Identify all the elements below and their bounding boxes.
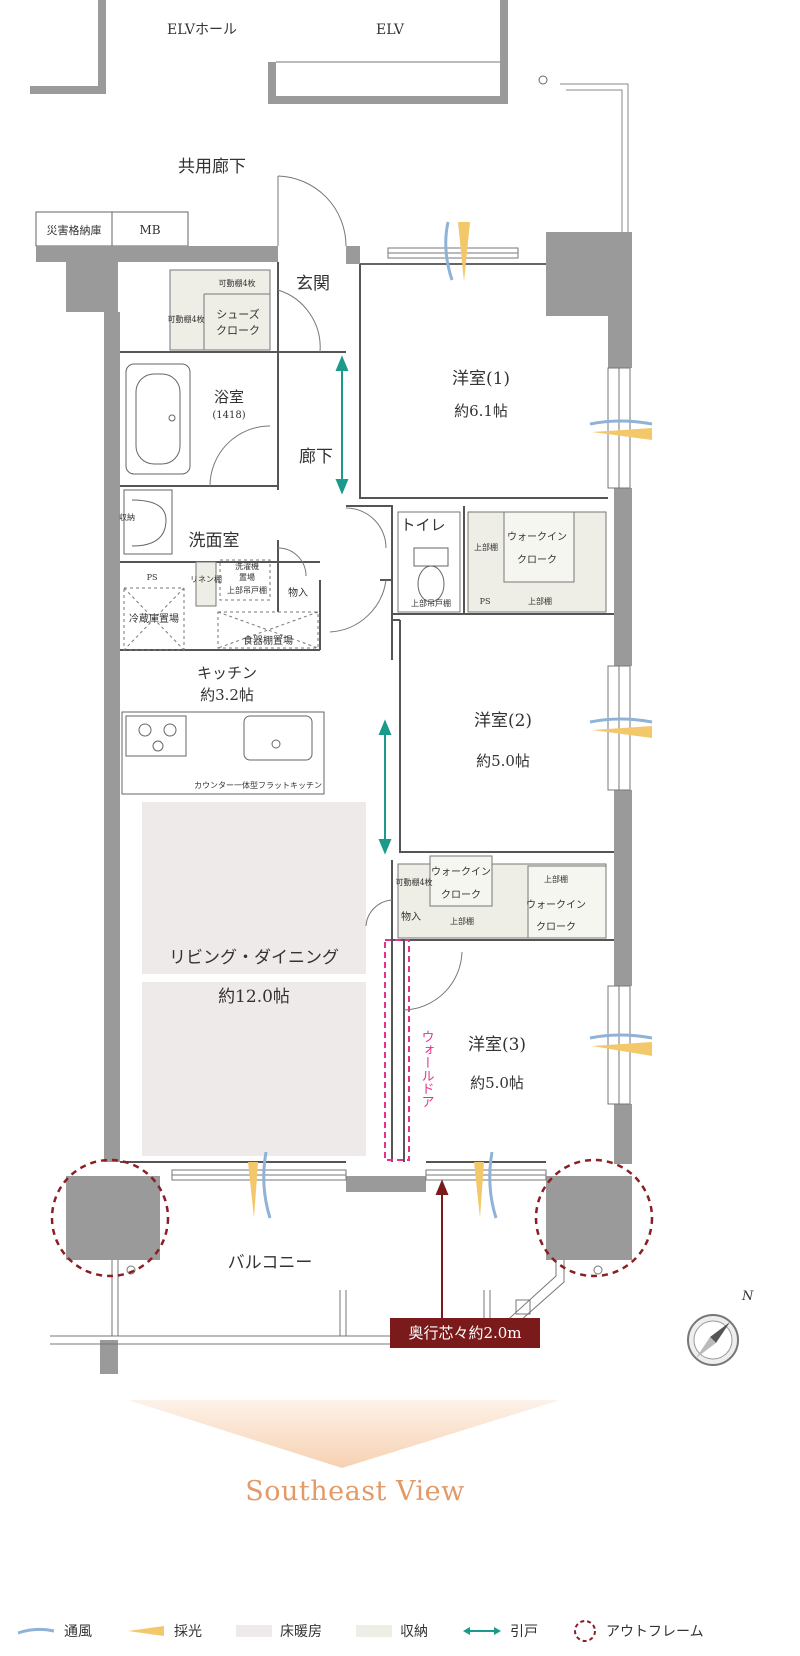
room-labels: 玄関 浴室 (1418) 廊下 洗面室 収納 PS リネン棚 洗濯機 置場 上部…: [119, 274, 532, 1273]
wind-light-living: [248, 1151, 272, 1219]
svg-text:災害格納庫: 災害格納庫: [47, 223, 102, 237]
outframe-circles: [50, 1158, 654, 1278]
storage-areas: [169, 269, 607, 939]
room2-label: 洋室(2): [474, 711, 532, 731]
svg-text:ウォークイン: ウォークイン: [526, 899, 586, 911]
bottom-windows: [171, 1169, 547, 1181]
wind-light-room3: [589, 1033, 653, 1056]
outframe-circle-icon: [574, 1620, 596, 1642]
wind-light-room1: [589, 419, 653, 440]
legend-item-wind: 通風: [16, 1621, 92, 1641]
svg-text:MB: MB: [139, 223, 160, 237]
top-window: [360, 247, 546, 265]
legend-item-storage: 収納: [356, 1621, 428, 1641]
wall-door: ウォールドア: [384, 939, 434, 1161]
floor-heating-swatch-icon: [236, 1625, 272, 1637]
svg-text:リネン棚: リネン棚: [190, 574, 222, 584]
legend-item-outframe: アウトフレーム: [572, 1618, 704, 1644]
elevator-area: ELVホール ELV: [30, 0, 629, 232]
wind-icon: [17, 1627, 55, 1635]
svg-text:シューズ: シューズ: [216, 307, 259, 321]
view-label: Southeast View: [245, 1476, 465, 1507]
room1-size: 約6.1帖: [454, 402, 508, 420]
kitchen-size: 約3.2帖: [200, 686, 254, 704]
hallway-label: 廊下: [299, 447, 333, 467]
sliding-arrows: [335, 355, 392, 855]
legend: 通風 採光 床暖房 収納 引戸 アウトフレーム: [16, 1616, 796, 1646]
svg-text:物入: 物入: [401, 910, 421, 923]
room3-label: 洋室(3): [468, 1035, 526, 1055]
svg-text:上部棚: 上部棚: [544, 874, 568, 884]
living-label: リビング・ダイニング: [169, 948, 339, 968]
svg-text:PS: PS: [147, 573, 158, 582]
disaster-storage: 災害格納庫 MB: [35, 211, 189, 247]
walls: [36, 232, 632, 1374]
light-icon: [128, 1626, 164, 1636]
svg-text:クローク: クローク: [517, 554, 557, 566]
wind-light-room3-bottom: [474, 1151, 498, 1219]
interior-walls: [120, 262, 614, 1163]
toilet-label: トイレ: [400, 516, 445, 534]
elv-hall-label: ELVホール: [167, 22, 237, 38]
living-size: 約12.0帖: [218, 987, 290, 1007]
floor-heating-areas: [142, 802, 366, 1156]
svg-text:ウォークイン: ウォークイン: [507, 531, 567, 543]
corridor-label: 共用廊下: [178, 157, 246, 177]
svg-text:PS: PS: [480, 597, 491, 606]
svg-text:物入: 物入: [288, 586, 308, 599]
legend-item-sliding-door: 引戸: [462, 1621, 538, 1641]
toilet-fixture: [413, 547, 449, 603]
svg-text:可動棚4枚: 可動棚4枚: [395, 877, 432, 887]
svg-text:クローク: クローク: [441, 889, 481, 901]
svg-text:ウォークイン: ウォークイン: [431, 866, 491, 878]
stove: [125, 715, 187, 757]
svg-text:クローク: クローク: [536, 921, 576, 933]
view-gradient: [128, 1400, 560, 1468]
svg-text:洗濯機: 洗濯機: [235, 561, 259, 571]
svg-text:上部棚: 上部棚: [450, 916, 474, 926]
washbasin: [123, 489, 173, 555]
sink: [243, 715, 313, 761]
svg-text:上部吊戸棚: 上部吊戸棚: [227, 585, 267, 595]
wind-light-top: [444, 221, 470, 282]
storage-labels: 可動棚4枚 可動棚4枚 シューズ クローク ウォークイン クローク 上部棚 上部…: [167, 278, 586, 933]
svg-text:上部棚: 上部棚: [474, 542, 498, 552]
svg-text:可動棚4枚: 可動棚4枚: [167, 314, 204, 324]
fridge-area: [123, 559, 319, 651]
entrance-label: 玄関: [296, 274, 330, 294]
washroom-label: 洗面室: [189, 531, 240, 551]
elv-label: ELV: [376, 22, 405, 38]
kitchen-label: キッチン: [197, 664, 257, 682]
svg-text:上部吊戸棚: 上部吊戸棚: [411, 598, 451, 608]
svg-text:クローク: クローク: [216, 324, 260, 337]
room3-size: 約5.0帖: [470, 1074, 524, 1092]
legend-item-light: 採光: [126, 1621, 202, 1641]
svg-text:上部棚: 上部棚: [528, 596, 552, 606]
compass-icon: N: [687, 1289, 754, 1366]
depth-label: 奥行芯々約2.0m: [390, 1318, 540, 1348]
counter-label: カウンター一体型フラットキッチン: [194, 780, 322, 790]
door-swings: [209, 175, 463, 1011]
sliding-arrow-icon: [463, 1627, 501, 1635]
bath-size: (1418): [212, 410, 245, 421]
room1-label: 洋室(1): [452, 369, 510, 389]
svg-text:置場: 置場: [239, 572, 255, 582]
svg-text:食器棚置場: 食器棚置場: [243, 634, 293, 647]
bath-label: 浴室: [214, 388, 244, 406]
compass-n-label: N: [741, 1289, 754, 1304]
wind-light-room2: [589, 717, 653, 738]
svg-text:冷蔵庫置場: 冷蔵庫置場: [129, 612, 179, 625]
legend-item-floor-heating: 床暖房: [236, 1621, 322, 1641]
room2-size: 約5.0帖: [476, 752, 530, 770]
svg-text:可動棚4枚: 可動棚4枚: [218, 278, 255, 288]
svg-text:ウォールドア: ウォールドア: [419, 1030, 434, 1108]
depth-arrow: [435, 1179, 449, 1343]
balcony-label: バルコニー: [228, 1253, 313, 1273]
storage-swatch-icon: [356, 1625, 392, 1637]
svg-text:収納: 収納: [119, 512, 135, 522]
right-windows: [607, 367, 631, 1105]
bathtub: [125, 363, 191, 475]
